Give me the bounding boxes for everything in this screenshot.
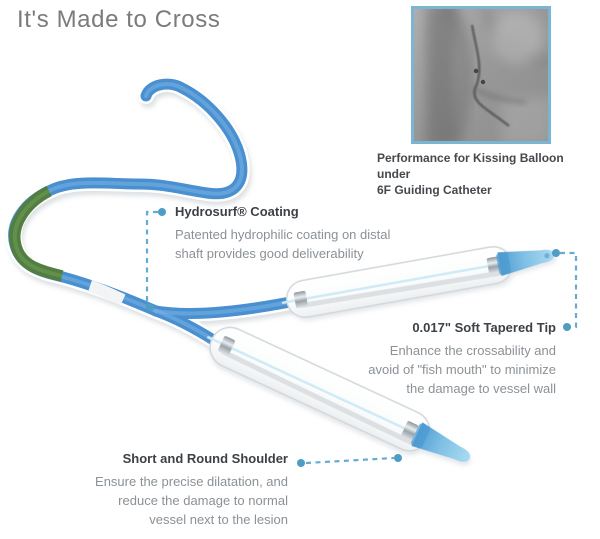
- connector-line-shoulder: [305, 456, 395, 465]
- xray-angiogram-image: [414, 9, 548, 141]
- annotation-body-line: avoid of "fish mouth" to minimize: [368, 361, 556, 377]
- annotation-heading: Short and Round Shoulder: [122, 451, 288, 466]
- page-title: It's Made to Cross: [17, 6, 221, 33]
- balloon-inner-wire: [299, 270, 504, 308]
- xray-guidewire-line: [470, 24, 510, 128]
- annotation-heading: Hydrosurf® Coating: [175, 204, 299, 219]
- annotation-connectors: [145, 210, 578, 465]
- xray-image-panel: [411, 6, 551, 144]
- connector-dot: [158, 208, 166, 216]
- annotation-heading: 0.017" Soft Tapered Tip: [412, 320, 556, 335]
- annotation-short-round-shoulder: Short and Round Shoulder Ensure the prec…: [38, 451, 288, 529]
- balloon-upper: [279, 246, 554, 318]
- annotation-body: Enhance the crossability and avoid of "f…: [316, 342, 556, 399]
- tip-collar-lower: [411, 423, 431, 449]
- xray-marker-dot: [473, 68, 479, 74]
- connector-line-tapered-tip: [560, 251, 578, 329]
- annotation-body-line: the damage to vessel wall: [406, 380, 556, 396]
- xray-caption: Performance for Kissing Balloon under 6F…: [377, 151, 587, 199]
- balloon-lower: [204, 326, 471, 462]
- xray-marker-dot: [480, 79, 486, 85]
- annotation-body-line: vessel next to the lesion: [149, 511, 288, 527]
- annotation-body-line: reduce the damage to normal: [118, 492, 288, 508]
- annotation-body-line: shaft provides good deliverability: [175, 245, 364, 261]
- connector-line-hydrosurf: [145, 210, 158, 303]
- annotation-soft-tapered-tip: 0.017" Soft Tapered Tip Enhance the cros…: [316, 320, 556, 398]
- marker-band-proximal: [293, 290, 308, 309]
- tip-lumen-opening: [544, 253, 550, 259]
- white-shaft-band: [88, 280, 126, 306]
- annotation-hydrosurf-coating: Hydrosurf® Coating Patented hydrophilic …: [175, 204, 435, 264]
- balloon-inner-wire: [221, 349, 414, 445]
- annotation-body: Patented hydrophilic coating on distal s…: [175, 226, 435, 264]
- balloon-inner-shaft-highlight: [207, 336, 426, 439]
- marker-band-distal: [401, 421, 419, 441]
- connector-dot: [552, 249, 560, 257]
- annotation-dots: [146, 208, 571, 467]
- xray-vessel-shadow: [441, 9, 473, 141]
- connector-dot: [563, 323, 571, 331]
- shaft-highlight-upper: [154, 300, 292, 316]
- soft-tapered-tip-upper: [497, 249, 554, 276]
- xray-caption-line: 6F Guiding Catheter: [377, 182, 492, 197]
- annotation-body-line: Enhance the crossability and: [389, 342, 556, 358]
- annotation-body: Ensure the precise dilatation, and reduc…: [38, 473, 288, 530]
- green-coating-highlight: [12, 189, 63, 278]
- connector-dot: [394, 454, 402, 462]
- connector-dot: [297, 459, 305, 467]
- guidewire-shaft: [5, 76, 298, 349]
- xray-dark-band: [426, 9, 456, 141]
- annotation-body-line: Ensure the precise dilatation, and: [95, 473, 288, 489]
- marker-band-proximal: [218, 336, 235, 356]
- xray-caption-line: Performance for Kissing Balloon under: [377, 151, 564, 181]
- connector-dot: [146, 303, 154, 311]
- annotation-body-line: Patented hydrophilic coating on distal: [175, 226, 391, 242]
- tip-collar-upper: [496, 252, 511, 275]
- xray-light-patch-2: [502, 97, 548, 141]
- xray-light-patch: [492, 11, 544, 63]
- balloon-inner-shaft-highlight: [281, 261, 509, 305]
- xray-catheter-line: [474, 87, 527, 104]
